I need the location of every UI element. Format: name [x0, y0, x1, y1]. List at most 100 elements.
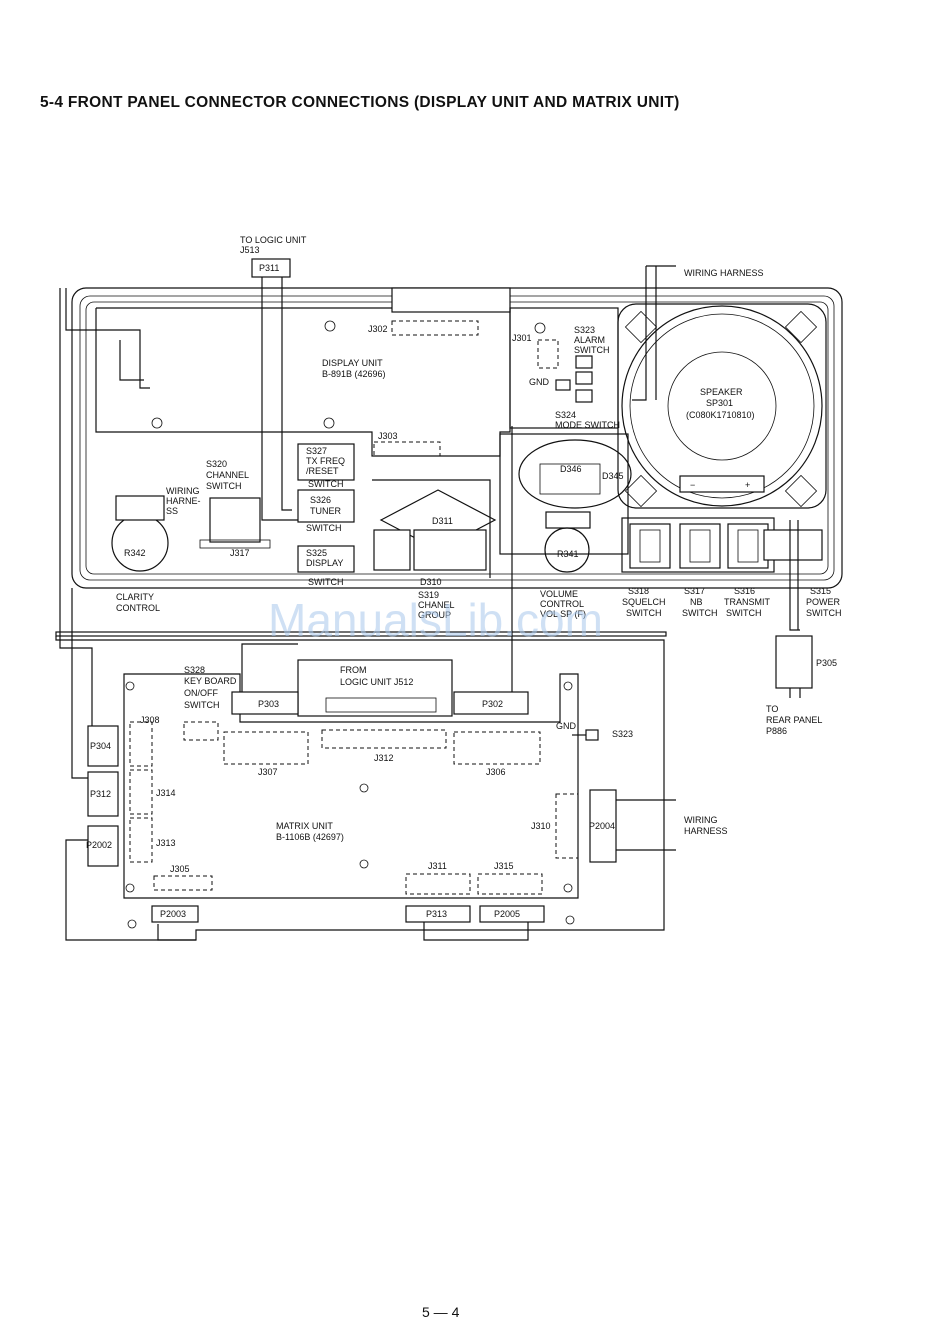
label-s316: S316 — [734, 586, 755, 596]
label-p302: P302 — [482, 699, 503, 709]
label-s315-switch: SWITCH — [806, 608, 842, 618]
label-s328: S328 — [184, 665, 205, 675]
label-alarm-switch: SWITCH — [574, 345, 610, 355]
label-s320-switch: SWITCH — [206, 481, 242, 491]
label-volsp: VOL SP (F) — [540, 609, 586, 619]
display-unit-board — [95, 287, 511, 457]
left-plug-connectors — [65, 725, 196, 941]
label-speaker-pn: (C080K1710810) — [686, 410, 755, 420]
label-alarm: ALARM — [574, 335, 605, 345]
label-clarity: CLARITY — [116, 592, 154, 602]
page-number: 5 — 4 — [422, 1304, 460, 1320]
label-p304: P304 — [90, 741, 111, 751]
label-power: POWER — [806, 597, 841, 607]
label-gnd-top: GND — [529, 377, 550, 387]
label-control-vol: CONTROL — [540, 599, 584, 609]
label-nb: NB — [690, 597, 703, 607]
label-j317: J317 — [230, 548, 250, 558]
label-tx-freq: TX FREQ — [306, 456, 345, 466]
label-s315: S315 — [810, 586, 831, 596]
label-reset: /RESET — [306, 466, 339, 476]
label-onoff: ON/OFF — [184, 688, 218, 698]
label-display: DISPLAY — [306, 558, 343, 568]
label-j307: J307 — [258, 767, 278, 777]
label-p311: P311 — [259, 263, 279, 273]
label-s318-switch: SWITCH — [626, 608, 662, 618]
label-j513: J513 — [240, 245, 260, 255]
bottom-switch-row — [621, 517, 775, 573]
label-display-unit-pn: B-891B (42696) — [322, 369, 386, 379]
label-chanel: CHANEL — [418, 600, 455, 610]
label-speaker: SPEAKER — [700, 387, 743, 397]
logic-unit-j512-header — [231, 426, 529, 717]
label-wiring-harness-right-1: WIRING — [684, 815, 718, 825]
label-to-logic-unit: TO LOGIC UNIT — [240, 235, 307, 245]
label-channel: CHANNEL — [206, 470, 249, 480]
label-from: FROM — [340, 665, 367, 675]
label-rear-panel: REAR PANEL — [766, 715, 822, 725]
label-minus: − — [690, 480, 695, 490]
label-tuner: TUNER — [310, 506, 341, 516]
label-control: CONTROL — [116, 603, 160, 613]
label-j314: J314 — [156, 788, 176, 798]
label-s326-switch: SWITCH — [306, 523, 342, 533]
label-s317: S317 — [684, 586, 705, 596]
label-s325-switch: SWITCH — [308, 577, 344, 587]
label-squelch: SQUELCH — [622, 597, 666, 607]
label-j310: J310 — [531, 821, 551, 831]
label-wiring-harness-right-2: HARNESS — [684, 826, 728, 836]
mode-switch-s324 — [499, 433, 632, 555]
label-to-rear: TO — [766, 704, 778, 714]
label-p2003: P2003 — [160, 909, 186, 919]
label-j308: J308 — [140, 715, 160, 725]
label-p312: P312 — [90, 789, 111, 799]
label-gnd-matrix: GND — [556, 721, 577, 731]
label-s326: S326 — [310, 495, 331, 505]
label-j311: J311 — [428, 861, 447, 871]
connector-p311 — [251, 258, 302, 521]
alarm-mode-switch-area — [509, 265, 676, 429]
label-d346: D346 — [560, 464, 582, 474]
label-wiring-harness-top: WIRING HARNESS — [684, 268, 764, 278]
label-key-board: KEY BOARD — [184, 676, 237, 686]
label-j302: J302 — [368, 324, 388, 334]
screws — [125, 681, 575, 929]
label-j313: J313 — [156, 838, 176, 848]
clarity-channel-area — [111, 443, 355, 573]
label-s319: S319 — [418, 590, 439, 600]
label-group: GROUP — [418, 610, 451, 620]
watermark-text: ManualsLib.com — [268, 594, 603, 646]
label-p313: P313 — [426, 909, 447, 919]
label-p886: P886 — [766, 726, 787, 736]
matrix-connectors — [129, 721, 579, 895]
plug-p2004 — [572, 729, 676, 863]
label-p305: P305 — [816, 658, 837, 668]
label-s327: S327 — [306, 446, 327, 456]
label-p2005: P2005 — [494, 909, 520, 919]
bottom-plug-connectors — [151, 905, 545, 941]
label-p2002: P2002 — [86, 840, 112, 850]
label-r342: R342 — [124, 548, 146, 558]
label-r341: R341 — [557, 549, 579, 559]
label-p2004: P2004 — [589, 821, 615, 831]
label-wiring: WIRING — [166, 486, 200, 496]
label-s317-switch: SWITCH — [682, 608, 718, 618]
label-j312: J312 — [374, 753, 394, 763]
label-s323-ref: S323 — [612, 729, 633, 739]
label-s325: S325 — [306, 548, 327, 558]
label-j303: J303 — [378, 431, 398, 441]
volume-knob-r341 — [544, 527, 590, 573]
label-j315: J315 — [494, 861, 514, 871]
label-s320: S320 — [206, 459, 227, 469]
power-switch-s315 — [763, 520, 823, 698]
label-volume: VOLUME — [540, 589, 578, 599]
label-s324: S324 — [555, 410, 576, 420]
page-title: 5-4 FRONT PANEL CONNECTOR CONNECTIONS (D… — [40, 94, 680, 111]
channel-group-switch-s319 — [372, 479, 497, 578]
label-matrix-unit: MATRIX UNIT — [276, 821, 333, 831]
label-j305: J305 — [170, 864, 190, 874]
label-s327-switch: SWITCH — [308, 479, 344, 489]
label-s318: S318 — [628, 586, 649, 596]
